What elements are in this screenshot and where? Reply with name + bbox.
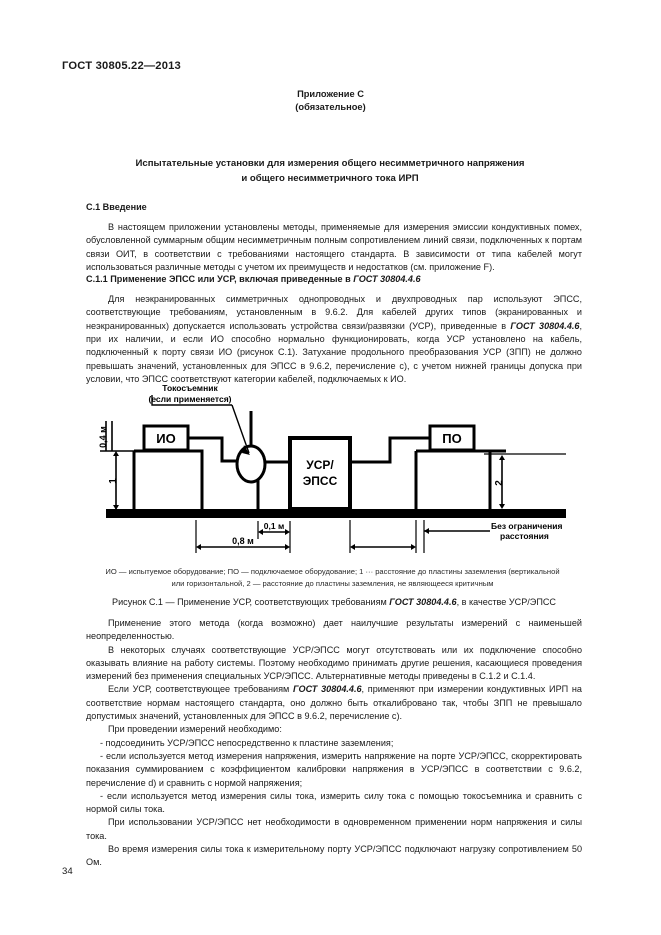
figure-c1: ИО УСР/ ЭПСС ПО [86,381,582,561]
figure-c1-notes: ИО — испытуемое оборудование; ПО — подкл… [60,566,605,589]
c11-text-b: , при их наличии, и если ИО способно нор… [86,320,582,384]
after-figure-paragraph-5: При использовании УСР/ЭПСС нет необходим… [86,817,582,841]
after-figure-paragraph-6: Во время измерения силы тока к измерител… [86,844,582,868]
annex-heading: Приложение С (обязательное) [0,88,661,114]
dim-2-label: 2 [494,480,505,486]
probe-callout-line-2: (если применяется) [148,394,231,404]
probe-callout-arrowhead [242,445,250,455]
section-c1-continued: Применение этого метода (когда возможно)… [86,617,582,870]
section-c11-heading: С.1.1 Применение ЭПСС или УСР, включая п… [86,274,582,284]
figure-c1-caption: Рисунок С.1 — Применение УСР, соответств… [86,597,582,607]
ground-plane [106,509,566,518]
eut-box-label: ИО [156,431,175,446]
cdn-box [288,436,352,511]
section-c1-heading: С.1 Введение [86,202,147,212]
figure-caption-post: , в качестве УСР/ЭПСС [456,597,556,607]
dim-2-arrow-bottom [499,504,505,509]
after-figure-paragraph-2: В некоторых случаях соответствующие УСР/… [86,644,582,682]
cable-cdn-to-ae [350,436,430,464]
after-figure-p3-text-b: , применяют при измерении кондуктивных И… [86,684,582,722]
section-c11-paragraph-1: Для неэкранированных симметричных однопр… [86,293,582,386]
dim-unlim-arrow-right [411,544,416,550]
dim-08-label: 0,8 м [232,536,254,546]
section-c1-paragraph-1: В настоящем приложении установлены метод… [86,222,582,272]
probe-callout-line-1: Токосъемник [162,383,218,393]
annex-sublabel: (обязательное) [295,102,366,112]
after-figure-bullet-1: - подсоединить УСР/ЭПСС непосредственно … [100,737,394,748]
figure-caption-ref: ГОСТ 30804.4.6 [389,597,457,607]
after-figure-bullet-3: - если используется метод измерения силы… [86,790,582,815]
dim-04-label: 0,4 м [98,426,108,448]
annex-label: Приложение С [297,89,364,99]
figure-caption-pre: Рисунок С.1 — Применение УСР, соответств… [112,597,390,607]
c11-ref-1: ГОСТ 30804.4.6 [510,320,580,331]
page-title-line-2: и общего несимметричного тока ИРП [241,172,419,184]
dim-2-arrow-top [499,455,505,460]
dim-1-arrow-top [113,451,119,456]
dim-08-arrow-left [196,544,201,550]
page-title: Испытательные установки для измерения об… [80,157,580,186]
figure-notes-line-2: или горизонтальной, 2 — расстояние до пл… [171,578,494,588]
c11-text-a: Для неэкранированных симметричных однопр… [86,294,582,331]
dim-1-label: 1 [108,478,119,484]
dim-unlim-label-line-2: расстояния [500,531,549,541]
probe-callout-leader [231,404,250,454]
dim-01-arrow-left [258,529,263,535]
section-c11-heading-ref: ГОСТ 30804.4.6 [353,274,421,285]
dim-unlim-label-line-1: Без ограничения [491,521,562,531]
dim-unlim-arrow-left [350,544,355,550]
ae-box [428,424,476,452]
ae-box-label: ПО [442,431,461,446]
after-figure-paragraph-4: При проведении измерений необходимо: [108,724,282,735]
after-figure-paragraph-1: Применение этого метода (когда возможно)… [86,618,582,642]
dim-08-arrow-right [285,544,290,550]
cable-eut-to-clamp [188,436,246,463]
after-figure-bullet-2: - если используется метод измерения напр… [86,750,582,788]
eut-table-top [134,449,204,509]
current-probe-clamp [235,444,267,484]
section-c11-heading-text: С.1.1 Применение ЭПСС или УСР, включая п… [86,274,354,285]
dim-unlim-arrow-2 [424,528,429,534]
after-figure-paragraph-3: Если УСР, соответствующее требованиям ГО… [86,683,582,723]
section-c1: С.1 Введение В настоящем приложении уста… [86,202,582,386]
standard-id-header: ГОСТ 30805.22—2013 [62,60,181,72]
dim-01-arrow-right [285,529,290,535]
after-figure-p3-text-a: Если УСР, соответствующее требованиям [108,684,294,695]
probe-callout-underline [151,395,232,406]
cdn-box-label-line-2: ЭПСС [303,474,338,488]
page-number: 34 [62,866,73,877]
dim-1-arrow-bottom [113,505,119,510]
after-figure-p3-ref: ГОСТ 30804.4.6 [293,684,362,695]
page-title-line-1: Испытательные установки для измерения об… [135,158,525,169]
figure-notes-line-1: ИО — испытуемое оборудование; ПО — подкл… [105,567,560,576]
figure-c1-drawing: ИО УСР/ ЭПСС ПО [98,383,566,553]
cdn-box-label-line-1: УСР/ [306,458,334,472]
dim-01-label: 0,1 м [264,521,284,531]
